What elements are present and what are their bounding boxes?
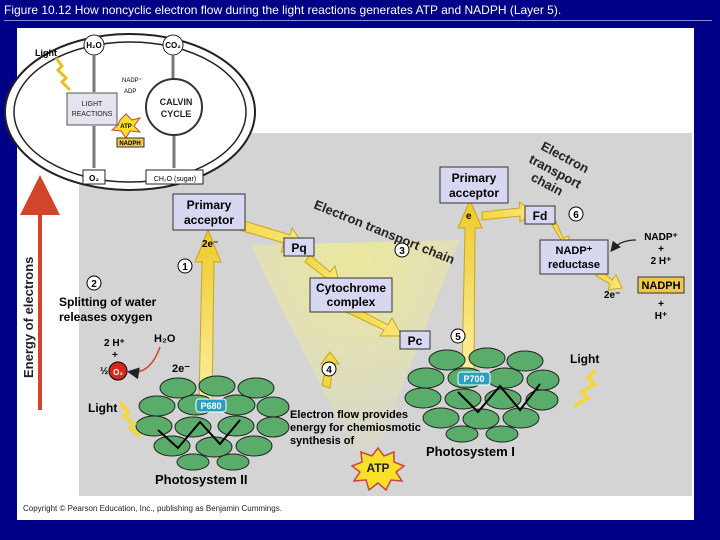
calvin-label-1: CALVIN [160, 97, 193, 107]
primary-acceptor-psii-line1: Primary [187, 198, 232, 212]
water-2h-label: 2 H⁺ [104, 338, 125, 349]
pq-box [283, 237, 315, 257]
pc-label: Pc [408, 334, 423, 348]
photosystem-i-cluster: P700 [404, 347, 560, 443]
splitting-line1: Splitting of water [59, 295, 157, 309]
nadph-box [637, 276, 685, 294]
fd-label: Fd [533, 209, 548, 223]
psii-2e-label: 2e⁻ [202, 239, 218, 250]
primary-acceptor-psi [439, 166, 509, 204]
splitting-line2: releases oxygen [59, 310, 152, 324]
o2-molecule [108, 361, 128, 381]
water-o2-label: O₂ [113, 368, 123, 377]
nadph-h-label: H⁺ [655, 311, 668, 322]
electron-flow-line3: synthesis of [290, 435, 355, 447]
nadp-2h-label: 2 H⁺ [651, 256, 672, 267]
light-reactions-label-2: REACTIONS [72, 111, 113, 118]
step-6: 6 [573, 210, 579, 221]
chloroplast-inset: LIGHT REACTIONS CALVIN CYCLE H₂O CO₂ O₂ … [4, 33, 256, 191]
nadph-label: NADPH [641, 280, 680, 292]
step-2: 2 [91, 279, 97, 290]
step-3: 3 [399, 246, 405, 257]
cytochrome-complex-box [309, 277, 393, 313]
inset-co2: CO₂ [165, 41, 181, 50]
p680-box [195, 398, 227, 413]
step-5: 5 [455, 332, 461, 343]
nadp-2e-label: 2e⁻ [604, 290, 620, 301]
light-psi-label: Light [570, 352, 599, 366]
step-markers: 1 2 3 4 5 6 [86, 206, 584, 377]
inset-o2: O₂ [89, 174, 99, 183]
nadp-reductase-box [539, 239, 609, 275]
primary-acceptor-psii [172, 193, 246, 231]
pq-label: Pq [291, 241, 306, 255]
p700-box [457, 371, 491, 386]
inset-adp: ADP [124, 89, 136, 95]
primary-acceptor-psi-line1: Primary [452, 171, 497, 185]
inset-sugar: CH₂O (sugar) [154, 176, 196, 183]
title-rule [4, 20, 712, 21]
energy-axis-label: Energy of electrons [21, 257, 36, 378]
step-4: 4 [326, 365, 332, 376]
nadp-plus-sign: + [658, 244, 664, 255]
energy-cone [250, 240, 460, 455]
inset-atp: ATP [120, 124, 132, 130]
photosystem-ii-label: Photosystem II [155, 472, 247, 487]
calvin-label-2: CYCLE [161, 109, 192, 119]
atp-label: ATP [366, 461, 389, 475]
light-reactions-label-1: LIGHT [82, 101, 103, 108]
nadp-reductase-line1: NADP⁺ [556, 245, 593, 257]
water-h2o-label: H₂O [154, 333, 176, 345]
psi-e-label: e [466, 211, 472, 222]
electron-flow-line1: Electron flow provides [290, 409, 408, 421]
cytochrome-line1: Cytochrome [316, 281, 386, 295]
water-2e-label: 2e⁻ [172, 363, 190, 375]
copyright: Copyright © Pearson Education, Inc., pub… [23, 504, 282, 513]
water-half-label: ½ [100, 366, 108, 377]
primary-acceptor-psi-line2: acceptor [449, 186, 499, 200]
figure-title: Figure 10.12 How noncyclic electron flow… [4, 3, 562, 17]
inset-h2o: H₂O [86, 41, 102, 50]
water-plus-sign: + [112, 350, 118, 361]
nadph-plus-sign: + [658, 299, 664, 310]
step-1: 1 [182, 262, 188, 273]
p680-label: P680 [200, 401, 221, 411]
pc-box [399, 330, 431, 350]
cytochrome-line2: complex [327, 295, 376, 309]
primary-acceptor-psii-line2: acceptor [184, 213, 234, 227]
fd-box [524, 205, 556, 225]
electron-flow-line2: energy for chemiosmotic [290, 422, 421, 434]
calvin-cycle-circle [145, 78, 203, 136]
p700-label: P700 [463, 374, 484, 384]
photosystem-ii-cluster: P680 [135, 375, 290, 471]
inset-nadph: NADPH [119, 141, 140, 147]
atp-burst [350, 446, 406, 492]
nadp-plus-label: NADP⁺ [644, 232, 678, 243]
chloroplast-outline [4, 33, 256, 191]
inset-nadp: NADP⁺ [122, 77, 142, 84]
light-reactions-box [66, 92, 118, 126]
inset-light: Light [35, 48, 57, 58]
light-psii-label: Light [88, 401, 117, 415]
photosystem-i-label: Photosystem I [426, 444, 515, 459]
nadp-reductase-line2: reductase [548, 259, 600, 271]
